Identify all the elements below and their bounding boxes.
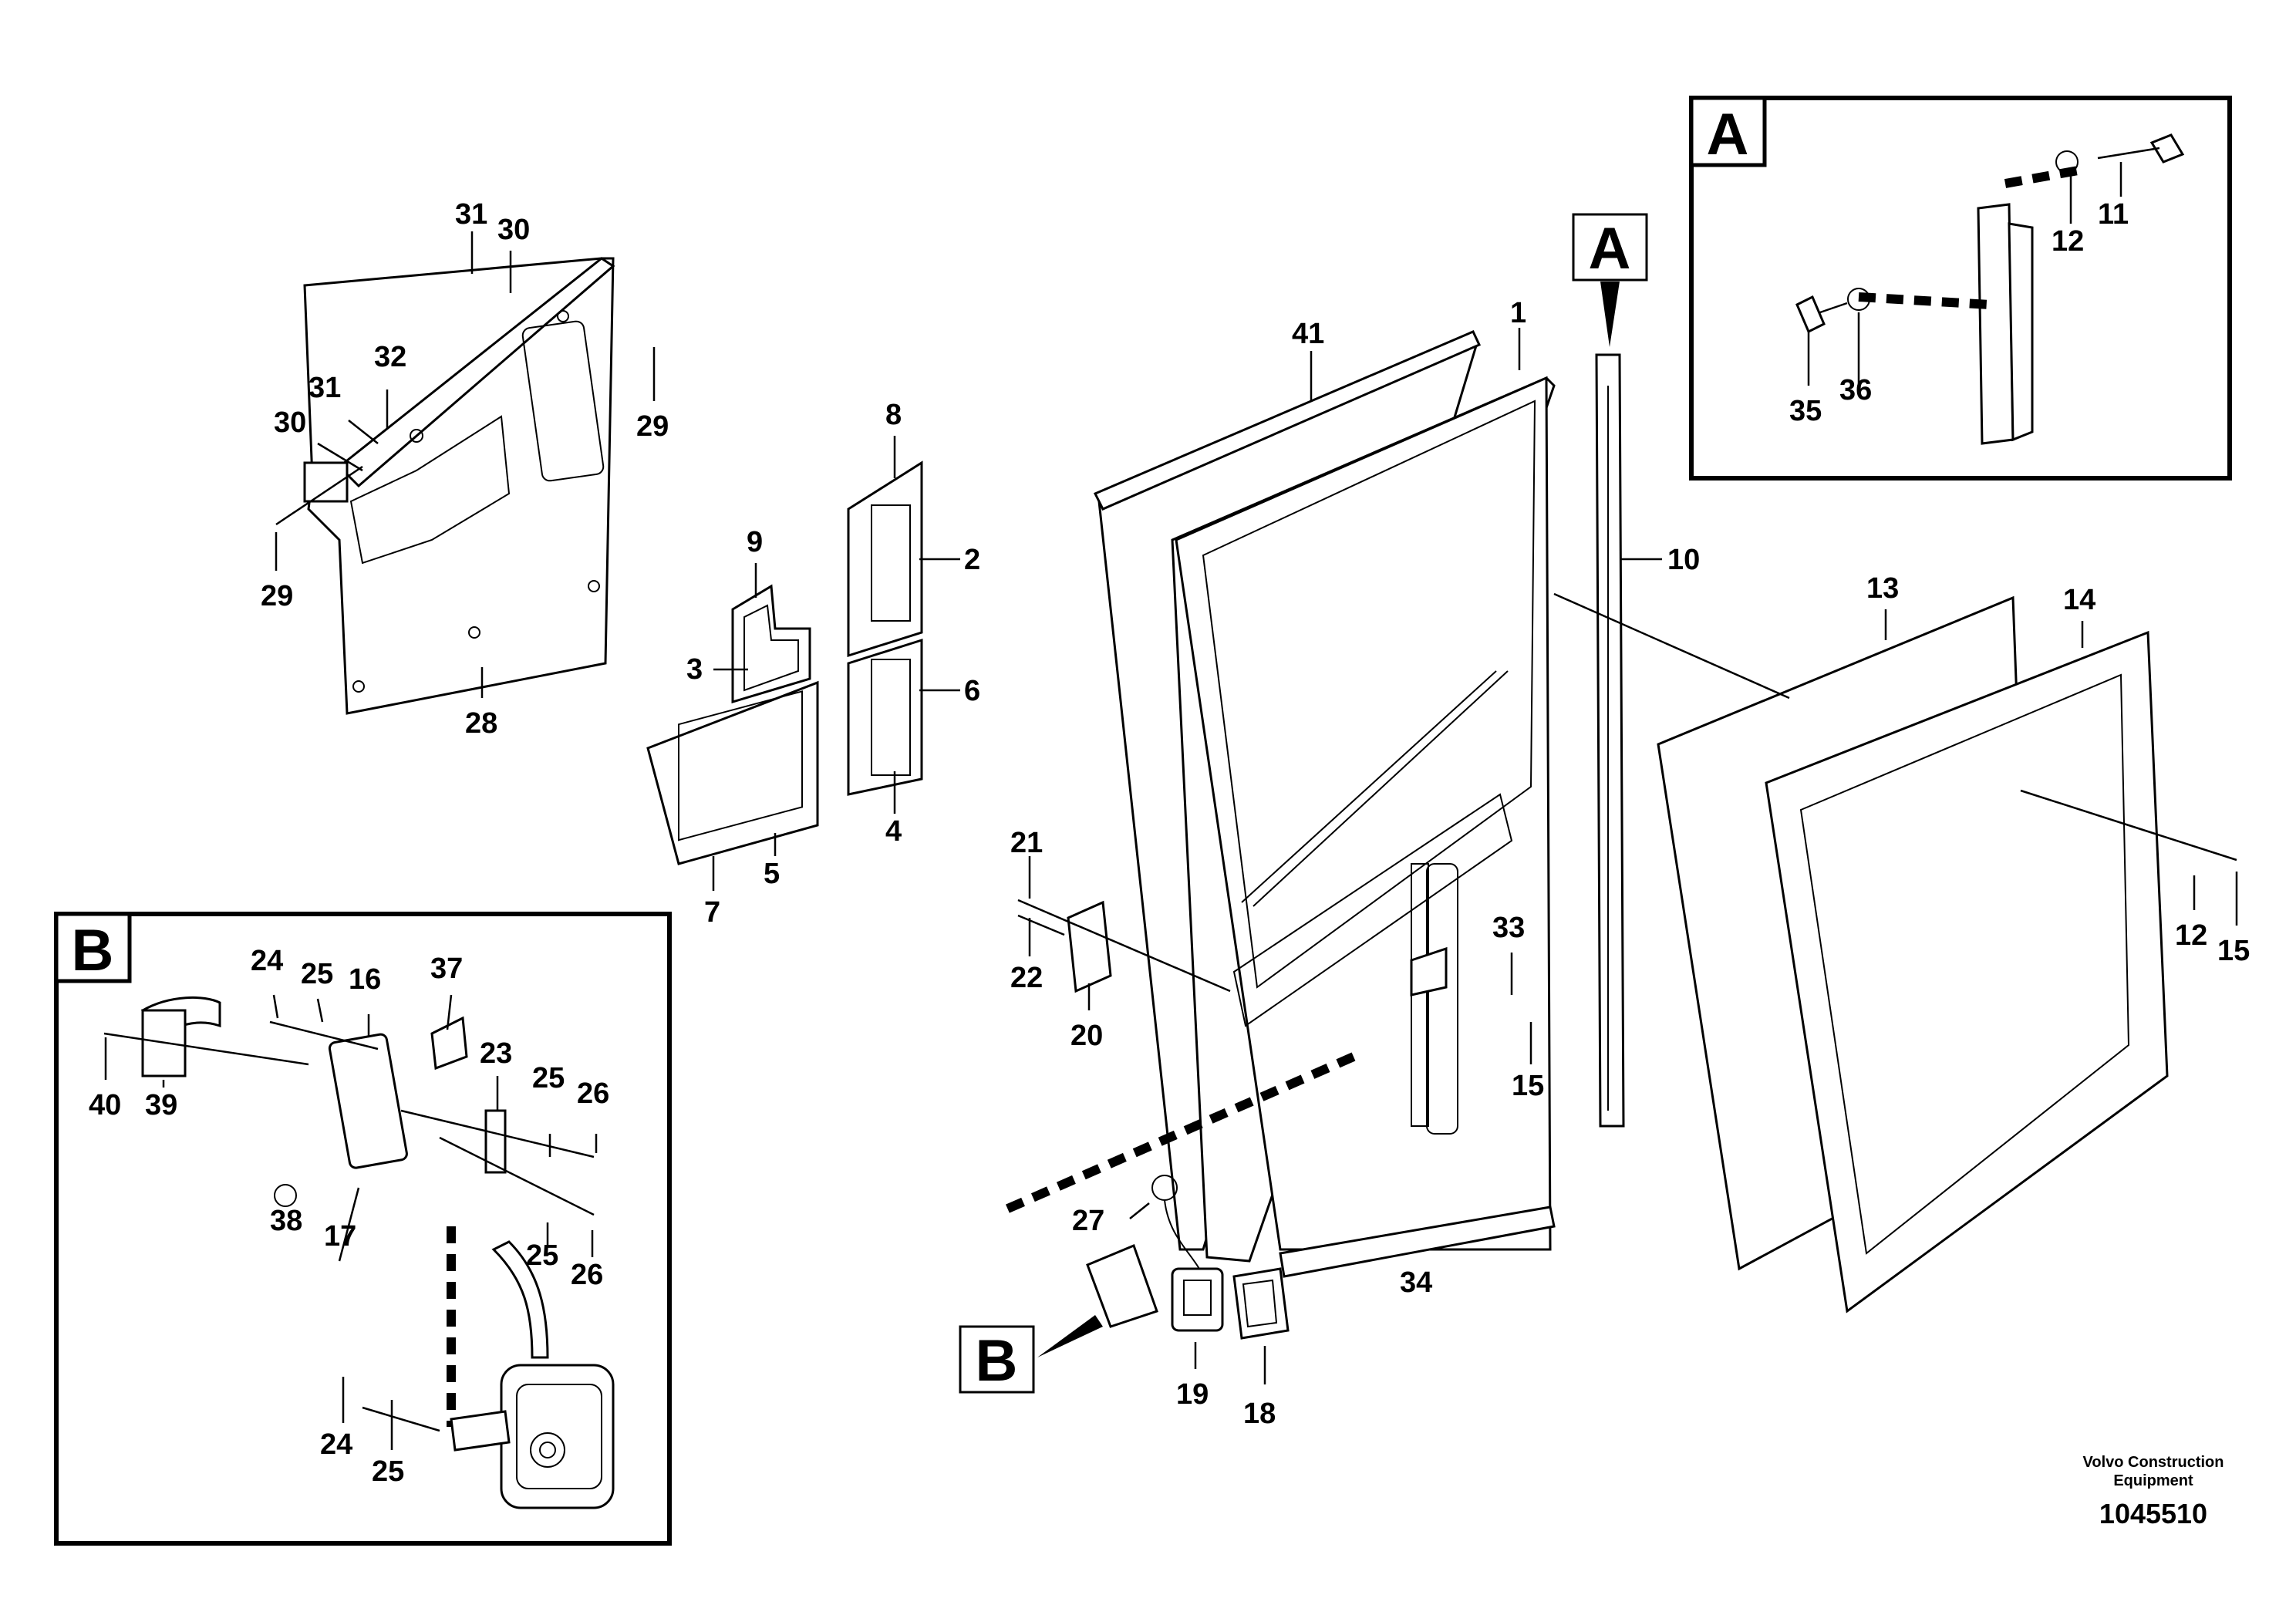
callout-41: 41 (1292, 318, 1324, 350)
credit-line-1: Volvo Construction (2083, 1454, 2224, 1471)
latch-33 (1410, 946, 1448, 996)
callout-10: 10 (1667, 544, 1700, 576)
callout-11: 11 (2098, 198, 2129, 231)
callout-19: 19 (1176, 1378, 1209, 1411)
frame-14 (1765, 630, 2169, 1313)
callout-39: 39 (145, 1089, 177, 1121)
callout-12: 12 (2175, 919, 2207, 952)
callout-1: 1 (1510, 297, 1526, 329)
callout-25: 25 (526, 1239, 558, 1272)
pointer-a: A (1572, 213, 1648, 347)
callout-29: 29 (261, 580, 293, 612)
lock-assembly (1086, 1175, 1290, 1340)
callout-26: 26 (571, 1259, 603, 1291)
callout-13: 13 (1866, 572, 1899, 605)
callout-9: 9 (747, 526, 763, 558)
pointer-b: B (959, 1325, 1035, 1394)
callout-29: 29 (636, 410, 669, 443)
callout-4: 4 (885, 815, 902, 848)
panel-6 (847, 638, 923, 796)
callout-25: 25 (301, 958, 333, 990)
callout-27: 27 (1072, 1205, 1104, 1237)
callout-15: 15 (1512, 1070, 1544, 1102)
callout-2: 2 (964, 544, 980, 576)
callout-21: 21 (1010, 827, 1043, 859)
callout-30: 30 (274, 406, 306, 439)
callout-25: 25 (372, 1455, 404, 1488)
callout-32: 32 (374, 341, 406, 373)
callout-25: 25 (532, 1062, 565, 1094)
seal-41 (1093, 330, 1482, 511)
callout-33: 33 (1492, 912, 1525, 944)
svg-text:A: A (1589, 216, 1631, 282)
svg-text:B: B (72, 918, 114, 983)
callout-6: 6 (964, 675, 980, 707)
callout-20: 20 (1070, 1020, 1103, 1052)
callout-3: 3 (686, 653, 703, 686)
callout-17: 17 (324, 1220, 356, 1253)
callout-18: 18 (1243, 1398, 1276, 1430)
callout-35: 35 (1789, 395, 1822, 427)
callout-30: 30 (497, 214, 530, 246)
callout-15: 15 (2217, 935, 2250, 967)
callout-24: 24 (320, 1428, 352, 1461)
callout-38: 38 (270, 1205, 302, 1237)
callout-31: 31 (308, 372, 341, 404)
part-number: 1045510 (2099, 1498, 2207, 1529)
callout-23: 23 (480, 1037, 512, 1070)
callout-36: 36 (1839, 374, 1872, 406)
panel-8 (847, 460, 923, 658)
callout-8: 8 (885, 399, 902, 431)
svg-text:B: B (976, 1328, 1018, 1394)
panel-9 (731, 584, 811, 704)
detail-box-a: A (1689, 96, 2232, 481)
credit-line-2: Equipment (2113, 1472, 2193, 1489)
detail-box-b: B (54, 912, 672, 1546)
door-1 (1097, 338, 1556, 1263)
callout-14: 14 (2063, 584, 2095, 616)
callout-26: 26 (577, 1077, 609, 1110)
callout-40: 40 (89, 1089, 121, 1121)
callout-34: 34 (1400, 1266, 1432, 1299)
callout-5: 5 (764, 858, 780, 890)
panel-28 (303, 257, 615, 715)
plate-20 (1067, 900, 1112, 993)
callout-24: 24 (251, 945, 283, 977)
callout-31: 31 (455, 198, 487, 231)
callout-16: 16 (349, 963, 381, 996)
callout-7: 7 (704, 896, 720, 929)
callout-22: 22 (1010, 962, 1043, 994)
callout-37: 37 (430, 953, 463, 985)
hinge-10 (1595, 353, 1625, 1128)
panel-7 (646, 680, 819, 865)
callout-12: 12 (2052, 225, 2084, 258)
svg-text:A: A (1707, 102, 1749, 167)
callout-28: 28 (465, 707, 497, 740)
seal-34 (1279, 1206, 1556, 1278)
